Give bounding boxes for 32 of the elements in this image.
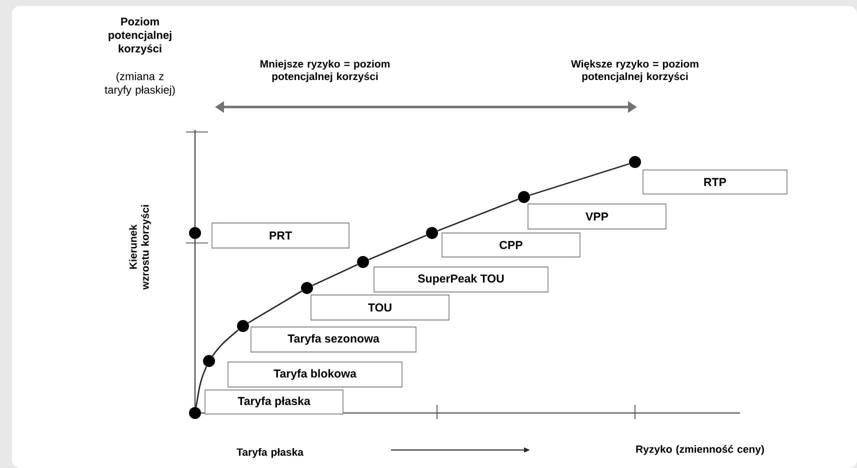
data-point [301, 282, 313, 294]
data-point [189, 407, 201, 419]
tariff-box: SuperPeak TOU [374, 266, 548, 292]
curve-segment [368, 234, 427, 260]
data-point [203, 355, 215, 367]
tariff-box: RTP [642, 170, 788, 194]
scale-label: Większe ryzyko = poziom potencjalnej korzyści [571, 60, 698, 82]
curve-segment [195, 366, 208, 407]
data-point [237, 320, 249, 332]
curve-segment [530, 163, 630, 196]
curve-segment [212, 329, 239, 356]
data-point [189, 227, 201, 239]
tariff-box: Taryfa blokowa [228, 362, 402, 388]
axis-label: Kierunek wzrostu korzyści [129, 205, 151, 290]
data-point [518, 191, 530, 203]
curve-segment [248, 290, 302, 324]
curve-segment [438, 198, 518, 232]
axis-title: (zmiana z taryfy płaskiej) [104, 72, 175, 96]
tariff-box: TOU [310, 294, 450, 320]
scale-label: Mniejsze ryzyko = poziom potencjalnej korzyści [260, 60, 390, 82]
tariff-box: VPP [528, 204, 666, 230]
tariff-box: Taryfa płaska [204, 390, 344, 414]
data-point [426, 227, 438, 239]
data-point [357, 256, 369, 268]
tariff-box: CPP [442, 232, 580, 258]
axis-label: Ryzyko (zmienność ceny) [636, 445, 764, 455]
tariff-box: PRT [212, 222, 350, 248]
axis-title: Poziom potencjalnej korzyści [108, 17, 172, 55]
axis-label: Taryfa płaska [236, 448, 304, 458]
tariff-box: Taryfa sezonowa [250, 326, 416, 352]
curve-segment [312, 264, 358, 286]
data-point [629, 156, 641, 168]
